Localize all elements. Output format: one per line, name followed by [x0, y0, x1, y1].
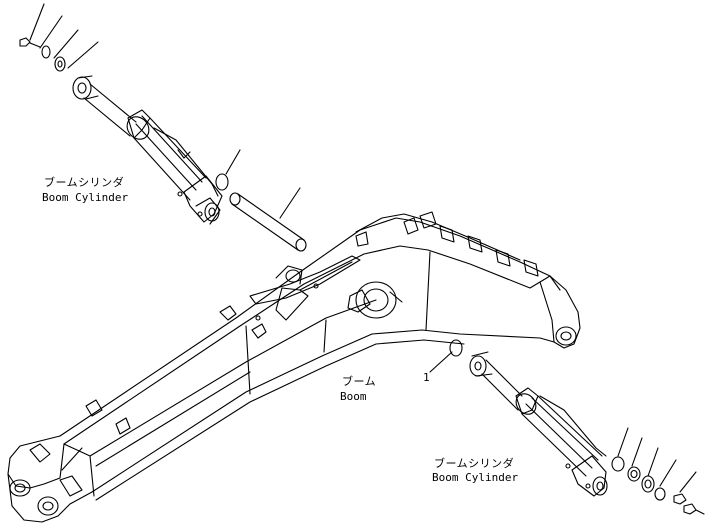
cylinder-bracket: [249, 255, 361, 321]
bushing-upper: [215, 173, 229, 191]
pipe-clamps: [85, 211, 539, 435]
lower-cylinder-label-en: Boom Cylinder: [432, 471, 519, 484]
cylinder-barrel-upper: [126, 109, 223, 225]
boom-foot-pin-boss: [555, 326, 577, 346]
cylinder-barrel-lower: [515, 387, 608, 497]
washer-upper-1: [41, 45, 51, 59]
rod-eye-upper: [72, 75, 99, 100]
washer-upper-2: [54, 56, 66, 72]
callout-number-1: 1: [423, 371, 430, 384]
boom-pin: [229, 187, 307, 252]
upper-boom-cylinder: [19, 3, 307, 252]
boom-nose-pin-boss: [9, 479, 31, 497]
rod-eye-lower: [469, 351, 493, 377]
boom-label-jp: ブーム: [342, 375, 377, 388]
bolt-lower: [683, 503, 705, 515]
washer-lower-1: [611, 456, 625, 472]
upper-cylinder-label-jp: ブームシリンダ: [44, 176, 125, 189]
lower-cylinder-label-jp: ブームシリンダ: [434, 457, 515, 470]
boom-side-boss: [347, 281, 403, 319]
boom-label-en: Boom: [340, 390, 367, 403]
upper-cylinder-label-en: Boom Cylinder: [42, 191, 129, 204]
lower-boom-cylinder: [429, 339, 705, 515]
bushing-lower: [449, 339, 463, 357]
boom-structure: [7, 211, 581, 523]
bolt-upper: [19, 37, 41, 48]
